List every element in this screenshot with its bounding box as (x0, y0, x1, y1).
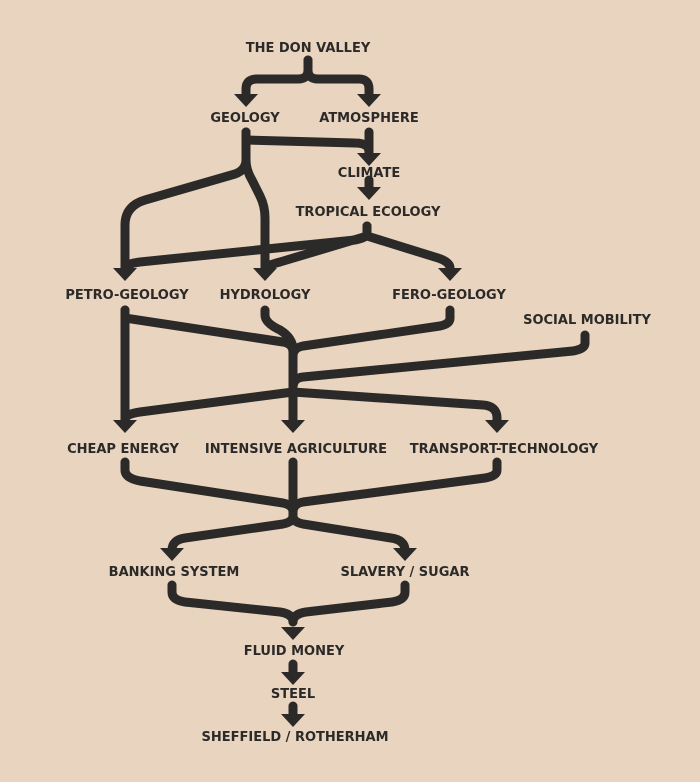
arrowhead-slavery-sugar (393, 548, 417, 561)
node-hydrology: HYDROLOGY (220, 288, 311, 303)
edge-social-mobility-transport-technology (288, 380, 502, 425)
arrowhead-hydrology (253, 268, 277, 281)
arrowhead-fluid-money (281, 627, 305, 640)
edge-banking-system-fluid-money (167, 580, 298, 627)
node-social-mobility: SOCIAL MOBILITY (523, 313, 651, 328)
node-fero-geology: FERO-GEOLOGY (392, 288, 506, 303)
node-slavery-sugar: SLAVERY / SUGAR (341, 565, 470, 580)
arrowhead-climate (357, 153, 381, 166)
arrowhead-banking-system (160, 548, 184, 561)
node-don-valley: THE DON VALLEY (246, 41, 371, 56)
edge-slavery-sugar-fluid-money (288, 580, 410, 627)
arrowhead-geology (234, 94, 258, 107)
edge-hydrology-intensive-agriculture (260, 305, 298, 425)
edge-transport-technology-merge (288, 457, 502, 517)
arrowhead-tropical-ecology (357, 187, 381, 200)
arrowhead-transport-technology (485, 420, 509, 433)
node-transport-technology: TRANSPORT-TECHNOLOGY (410, 442, 599, 457)
arrowhead-petro-geology (113, 268, 137, 281)
edge-geology-climate (241, 127, 374, 160)
edge-merge-slavery-sugar (288, 507, 410, 555)
edge-merge-banking-system (167, 507, 298, 555)
connectors (120, 55, 590, 719)
arrowheads (113, 94, 509, 727)
node-climate: CLIMATE (338, 166, 400, 181)
edge-social-mobility-intensive-agriculture (288, 330, 590, 425)
node-geology: GEOLOGY (210, 111, 280, 126)
node-atmosphere: ATMOSPHERE (319, 111, 418, 126)
arrowhead-intensive-agriculture (281, 420, 305, 433)
node-fluid-money: FLUID MONEY (244, 644, 345, 659)
node-banking-system: BANKING SYSTEM (109, 565, 240, 580)
arrowhead-steel (281, 672, 305, 685)
arrowhead-fero-geology (438, 268, 462, 281)
arrowhead-cheap-energy (113, 420, 137, 433)
node-cheap-energy: CHEAP ENERGY (67, 442, 179, 457)
edge-social-mobility-cheap-energy (120, 380, 298, 425)
arrowhead-atmosphere (357, 94, 381, 107)
edge-cheap-energy-merge (120, 457, 298, 517)
arrowhead-sheffield-rotherham (281, 714, 305, 727)
edge-don-valley-atmosphere (303, 55, 374, 100)
edge-don-valley-geology (241, 55, 313, 100)
node-intensive-agriculture: INTENSIVE AGRICULTURE (205, 442, 387, 457)
node-petro-geology: PETRO-GEOLOGY (65, 288, 189, 303)
edge-geology-petro-geology (120, 127, 251, 273)
edge-fero-geology-intensive-agriculture (288, 305, 455, 361)
edge-geology-hydrology (241, 127, 270, 273)
node-tropical-ecology: TROPICAL ECOLOGY (296, 205, 441, 220)
node-steel: STEEL (271, 687, 315, 702)
node-labels: THE DON VALLEY GEOLOGY ATMOSPHERE CLIMAT… (65, 41, 651, 745)
edge-tropical-ecology-hydrology (260, 221, 372, 273)
node-sheffield-rotherham: SHEFFIELD / ROTHERHAM (201, 730, 388, 745)
edge-tropical-ecology-fero-geology (362, 221, 455, 273)
